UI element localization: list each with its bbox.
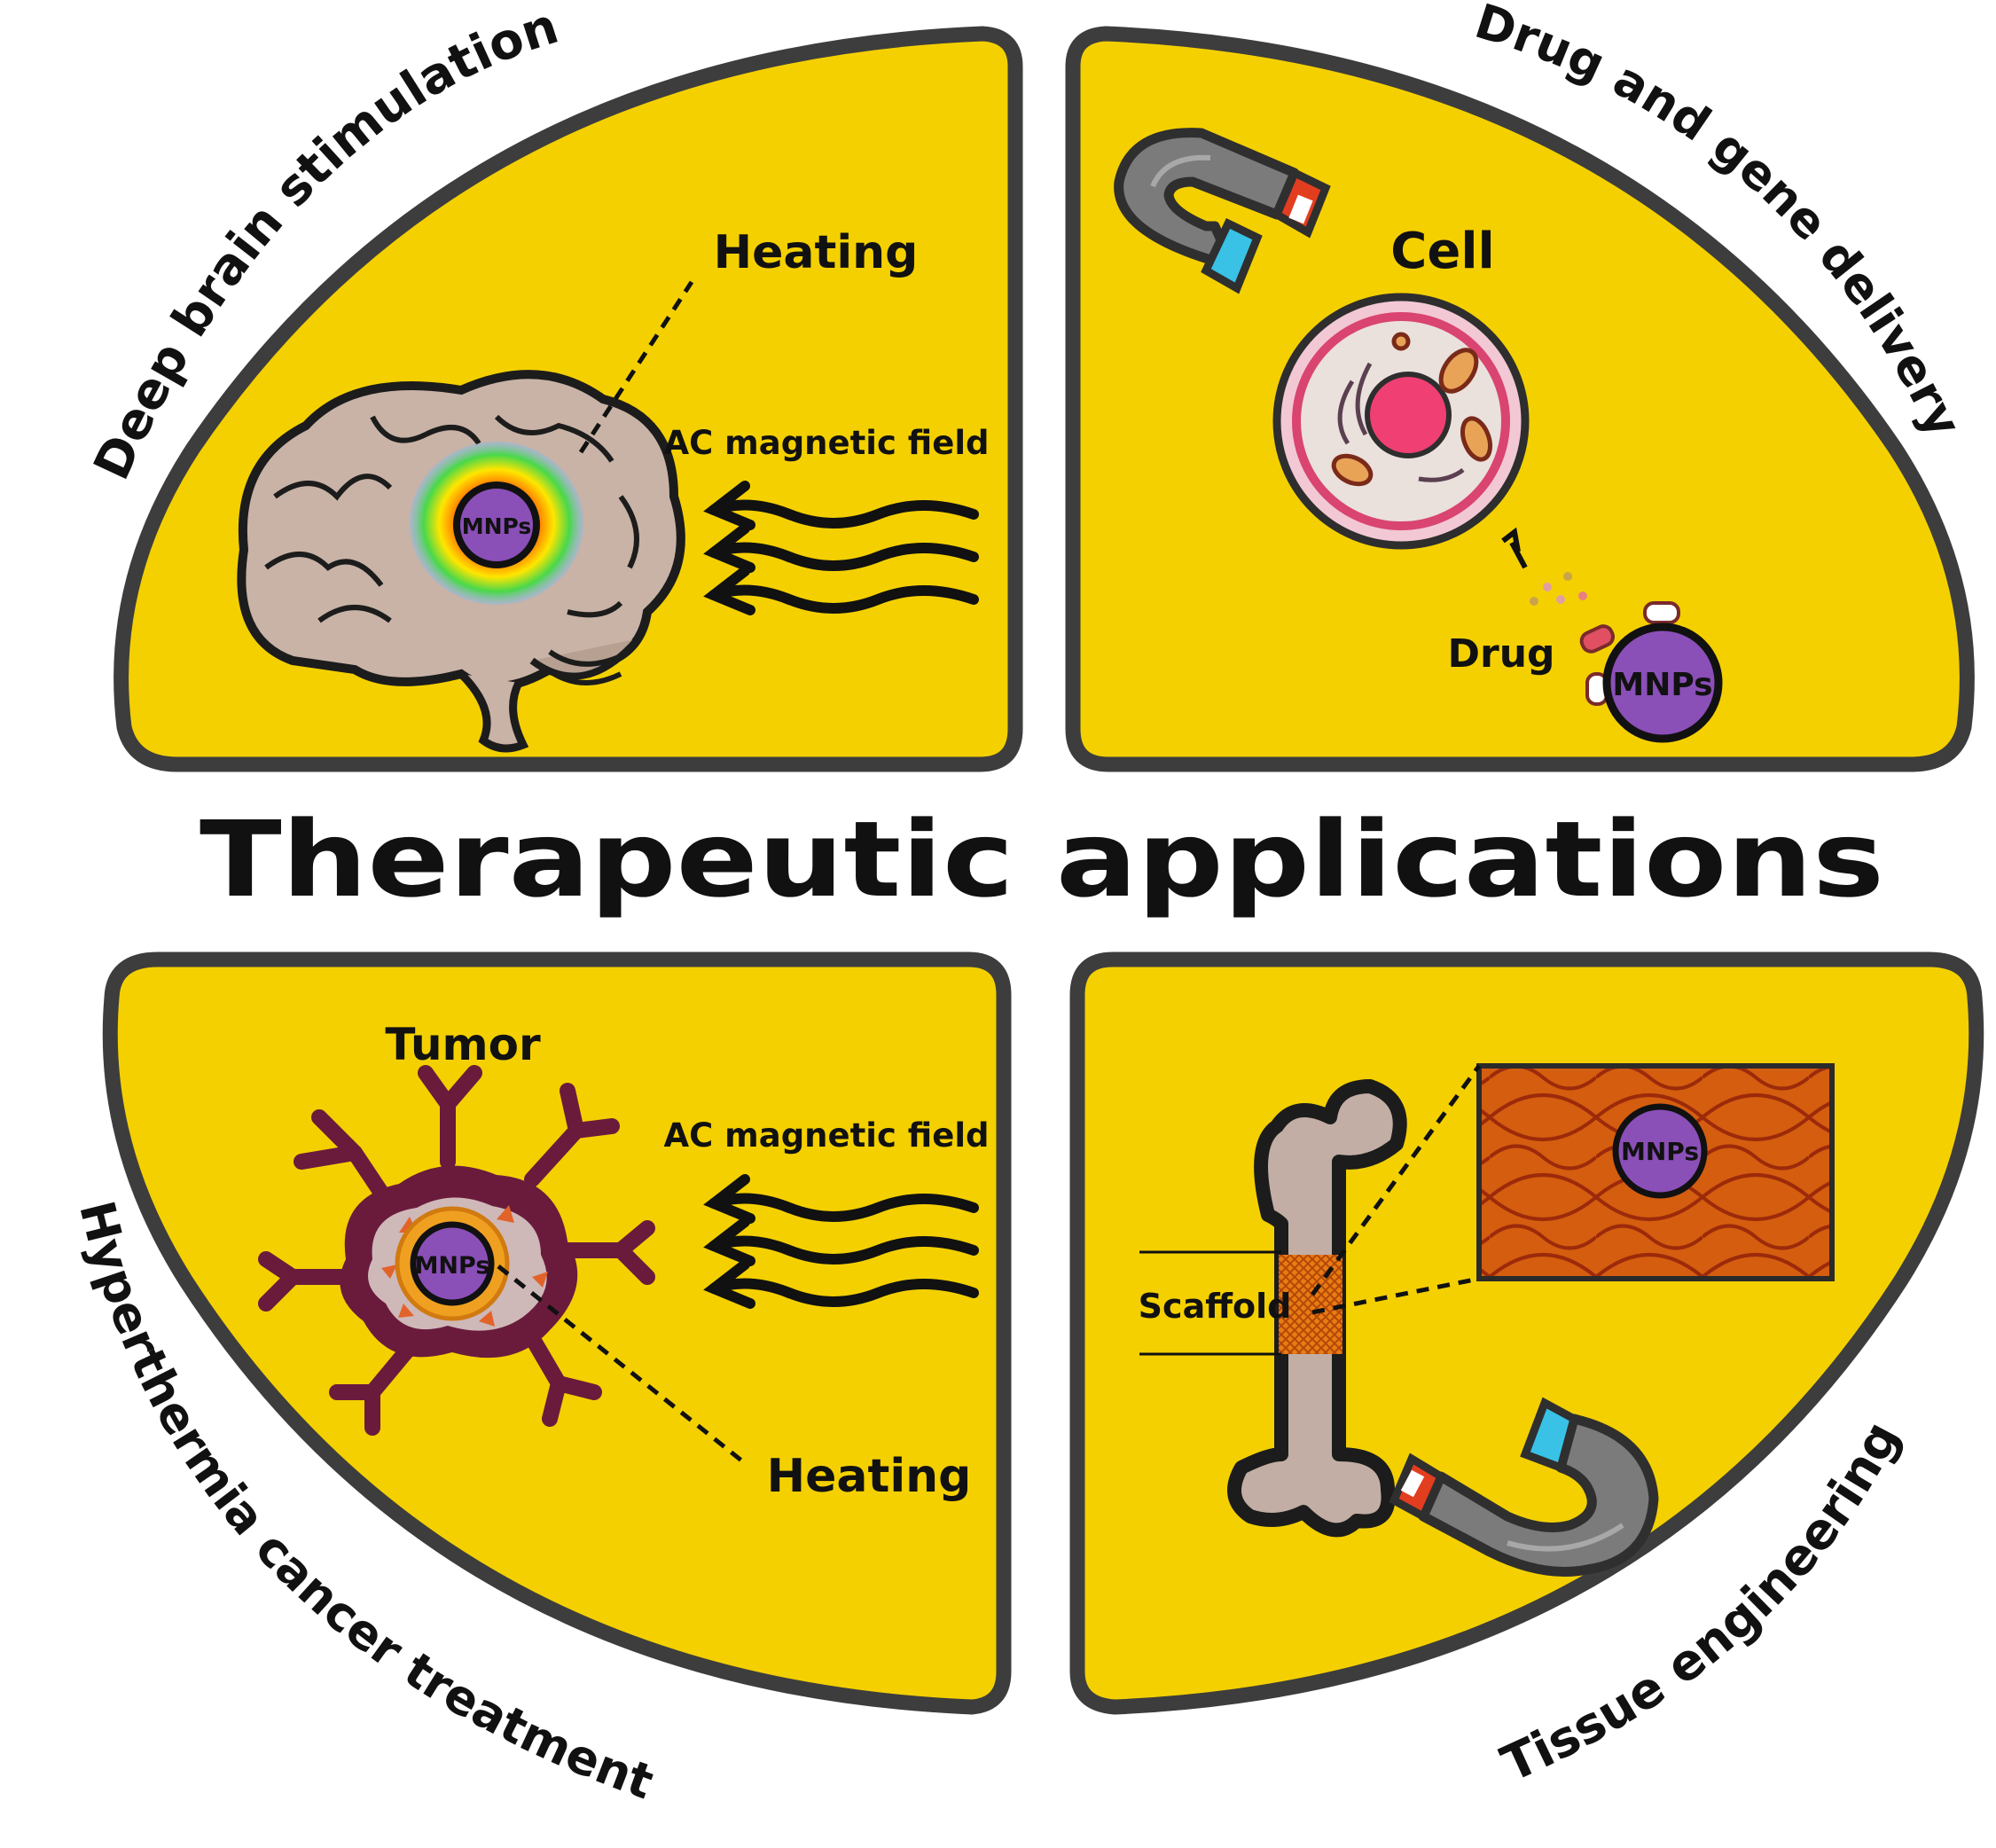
heating-label: Heating (714, 226, 919, 279)
mnp-particle (453, 482, 540, 568)
field-label: AC magnetic field (664, 424, 990, 462)
brain-illustration (237, 370, 685, 753)
nucleus (1365, 372, 1452, 458)
drug-label: Drug (1447, 631, 1554, 677)
magnetic-field-arrows (703, 481, 979, 615)
mnp-label-tumor: MNPs (415, 1252, 490, 1280)
scaffold-label: Scaffold (1139, 1287, 1292, 1326)
page-title: Therapeutic applications (200, 798, 1884, 920)
horseshoe-magnet-icon-2 (1389, 1397, 1659, 1577)
magnetic-field-arrows-hyper (703, 1174, 979, 1309)
bone-illustration (1227, 1079, 1407, 1538)
mnp-particle-scaffold (1612, 1103, 1708, 1199)
tumor-label: Tumor (385, 1019, 541, 1070)
panel-hyperthermia (102, 951, 1012, 1715)
drug-release (1501, 527, 1680, 706)
field-label-hyper: AC magnetic field (664, 1116, 990, 1155)
horseshoe-magnet-icon (1114, 128, 1331, 294)
mnp-label: MNPs (462, 513, 532, 539)
cell-illustration (1272, 293, 1530, 550)
mnp-particle-drug (1602, 623, 1723, 743)
heating-pointer-hyper (497, 1265, 747, 1465)
heating-label-hyper: Heating (767, 1450, 972, 1503)
mnp-particle-tumor (410, 1221, 495, 1306)
mnp-label-scaffold: MNPs (1621, 1137, 1699, 1166)
mnp-label-drug: MNPs (1612, 667, 1712, 703)
cell-label: Cell (1390, 223, 1494, 280)
